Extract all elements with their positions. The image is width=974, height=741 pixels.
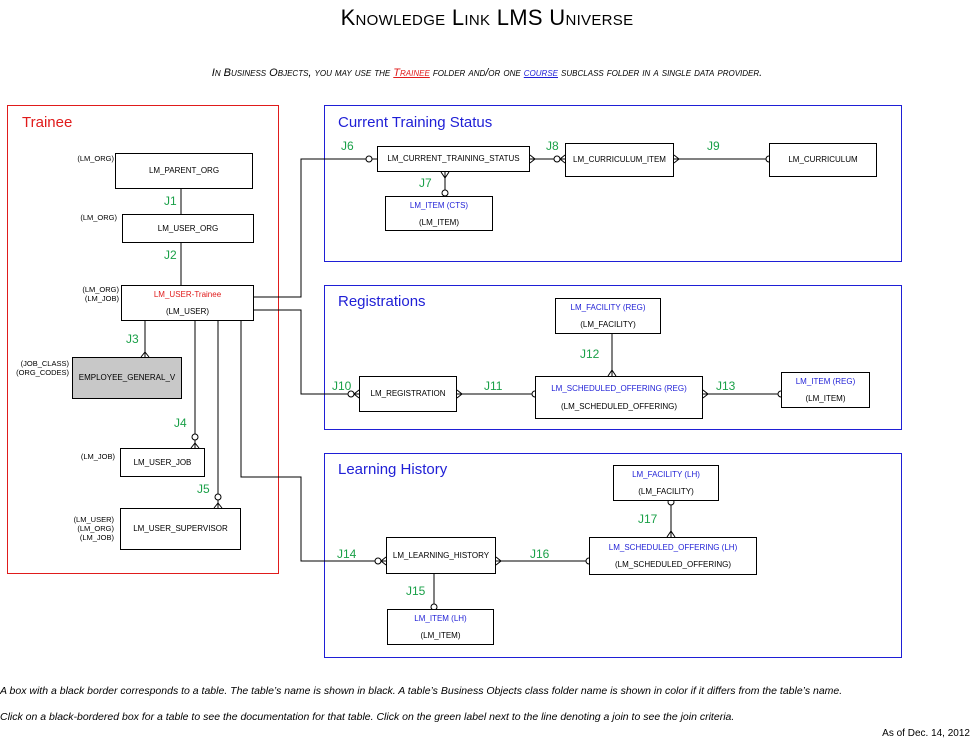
learning-history-table[interactable]: LM_LEARNING_HISTORY [386,537,496,574]
parent-org-name: LM_PARENT_ORG [148,166,220,175]
join-label[interactable]: J11 [484,379,503,393]
user-org-name: LM_USER_ORG [157,223,219,233]
page-title: Knowledge Link LMS Universe [340,5,634,30]
join-label[interactable]: J6 [341,139,354,153]
history-folder-title: Learning History [338,461,448,478]
so-reg-name: (LM_SCHEDULED_OFFERING) [560,401,677,411]
emp-tag: (JOB_CLASS) (ORG_CODES) [16,359,69,377]
facility-reg-table[interactable]: LM_FACILITY (REG) (LM_FACILITY) [555,298,661,334]
item-lh-table[interactable]: LM_ITEM (LH) (LM_ITEM) [387,609,494,645]
registration-name: LM_REGISTRATION [370,389,446,398]
join-label[interactable]: J12 [580,347,600,361]
user-job-name: LM_USER_JOB [133,457,192,467]
item-reg-table[interactable]: LM_ITEM (REG) (LM_ITEM) [781,372,870,408]
registration-table[interactable]: LM_REGISTRATION [359,376,457,412]
current-folder-title: Current Training Status [338,114,493,131]
so-reg-table[interactable]: LM_SCHEDULED_OFFERING (REG) (LM_SCHEDULE… [535,376,703,419]
join-label[interactable]: J13 [716,379,736,393]
course-link[interactable]: course [523,67,558,79]
item-lh-class: LM_ITEM (LH) [414,614,467,623]
cts-table[interactable]: LM_CURRENT_TRAINING_STATUS [377,146,530,172]
user-sup-tag: (LM_USER) (LM_ORG) (LM_JOB) [73,515,114,542]
history-folder [324,453,902,658]
trainee-folder [7,105,279,574]
join-label[interactable]: J7 [419,176,432,190]
item-lh-name: (LM_ITEM) [420,631,461,640]
parent-org-table[interactable]: LM_PARENT_ORG [115,153,253,189]
trainee-folder-title: Trainee [22,114,73,131]
join-label[interactable]: J16 [530,547,550,561]
user-org-tag: (LM_ORG) [80,213,117,222]
parent-org-tag: (LM_ORG) [77,154,114,163]
cts-name: LM_CURRENT_TRAINING_STATUS [387,154,520,163]
item-cts-table[interactable]: LM_ITEM (CTS) (LM_ITEM) [385,196,493,231]
user-job-tag: (LM_JOB) [80,452,115,461]
so-lh-table[interactable]: LM_SCHEDULED_OFFERING (LH) (LM_SCHEDULED… [589,537,757,575]
join-label[interactable]: J14 [337,547,357,561]
join-label[interactable]: J5 [197,482,210,496]
as-of-date: As of Dec. 14, 2012 [882,728,970,739]
intro-mid: folder and/or one [429,67,524,79]
join-label[interactable]: J17 [638,512,658,526]
facility-reg-name: (LM_FACILITY) [580,320,636,329]
so-lh-name: (LM_SCHEDULED_OFFERING) [614,560,731,569]
item-reg-name: (LM_ITEM) [805,394,846,403]
intro-post: subclass folder in a single data provide… [558,67,763,79]
trainee-link[interactable]: Trainee [393,67,430,79]
user-name: (LM_USER) [165,307,210,316]
user-trainee-class: LM_USER-Trainee [153,290,222,299]
intro-text: In Business Objects, you may use the Tra… [0,67,974,79]
user-job-table[interactable]: LM_USER_JOB [120,448,205,477]
item-reg-class: LM_ITEM (REG) [795,377,856,386]
facility-lh-table[interactable]: LM_FACILITY (LH) (LM_FACILITY) [613,465,719,501]
note-line-1: A box with a black border corresponds to… [0,685,843,697]
facility-reg-class: LM_FACILITY (REG) [570,303,646,312]
current-folder [324,105,902,262]
curriculum-item-name: LM_CURRICULUM_ITEM [573,155,666,164]
item-cts-class: LM_ITEM (CTS) [409,200,469,210]
employee-general-table[interactable]: EMPLOYEE_GENERAL_V [72,357,182,399]
curriculum-table[interactable]: LM_CURRICULUM [769,143,877,177]
join-label[interactable]: J2 [164,248,177,262]
join-label[interactable]: J10 [332,379,352,393]
learning-history-name: LM_LEARNING_HISTORY [392,550,490,560]
note-line-2: Click on a black-bordered box for a tabl… [0,711,735,723]
join-label[interactable]: J1 [164,194,177,208]
curriculum-item-table[interactable]: LM_CURRICULUM_ITEM [565,143,674,177]
join-label[interactable]: J4 [174,416,187,430]
join-label[interactable]: J3 [126,332,139,346]
facility-lh-name: (LM_FACILITY) [638,487,694,496]
join-label[interactable]: J15 [406,584,426,598]
user-tag: (LM_ORG) (LM_JOB) [82,285,119,303]
user-supervisor-table[interactable]: LM_USER_SUPERVISOR [120,508,241,550]
item-cts-name: (LM_ITEM) [419,217,459,227]
facility-lh-class: LM_FACILITY (LH) [632,470,700,479]
user-org-table[interactable]: LM_USER_ORG [122,214,254,243]
employee-general-name: EMPLOYEE_GENERAL_V [78,373,176,382]
curriculum-name: LM_CURRICULUM [788,155,858,164]
user-supervisor-name: LM_USER_SUPERVISOR [133,524,228,533]
registrations-folder [324,285,902,430]
join-label[interactable]: J9 [707,139,720,153]
so-lh-class: LM_SCHEDULED_OFFERING (LH) [608,543,738,552]
registrations-folder-title: Registrations [338,293,426,310]
user-trainee-table[interactable]: LM_USER-Trainee (LM_USER) [121,285,254,321]
join-label[interactable]: J8 [546,139,559,153]
so-reg-class: LM_SCHEDULED_OFFERING (REG) [551,383,687,393]
intro-pre: In Business Objects, you may use the [211,67,394,79]
